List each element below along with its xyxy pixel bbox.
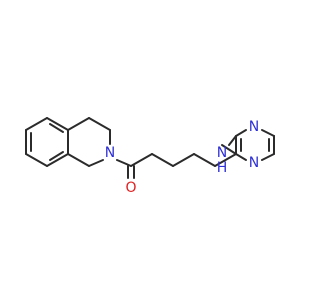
bond (235, 153, 247, 161)
bond (116, 159, 132, 167)
bond (172, 153, 195, 167)
atom-labels: N O N H N N (105, 119, 259, 196)
carbonyl-oxygen-label: O (125, 180, 136, 196)
structure-diagram: N O N H N N (25, 117, 275, 196)
bond (46, 117, 69, 131)
bond (228, 135, 237, 146)
amide-nitrogen-label: N (105, 145, 115, 161)
amine-nitrogen-label: N (217, 145, 227, 161)
bond (193, 153, 216, 167)
bond (25, 117, 48, 131)
molecule-canvas: N O N H N N (25, 117, 275, 196)
pyrimidine-nitrogen-3-label: N (249, 155, 259, 171)
bond (261, 153, 275, 161)
pyrimidine-nitrogen-1-label: N (249, 119, 259, 135)
bond (88, 159, 104, 167)
bond (130, 153, 153, 167)
bond (221, 144, 237, 155)
bond (151, 153, 174, 167)
bond (67, 117, 90, 131)
double-bond-inner (49, 151, 64, 161)
bond (25, 153, 48, 167)
bond (46, 153, 69, 167)
bond (261, 129, 275, 137)
amine-hydrogen-label: H (217, 160, 228, 176)
bond (67, 153, 90, 167)
bond (214, 153, 237, 167)
double-bond-inner (49, 123, 64, 133)
bond (235, 129, 247, 137)
bond-lines (25, 117, 275, 179)
bond (88, 117, 111, 131)
